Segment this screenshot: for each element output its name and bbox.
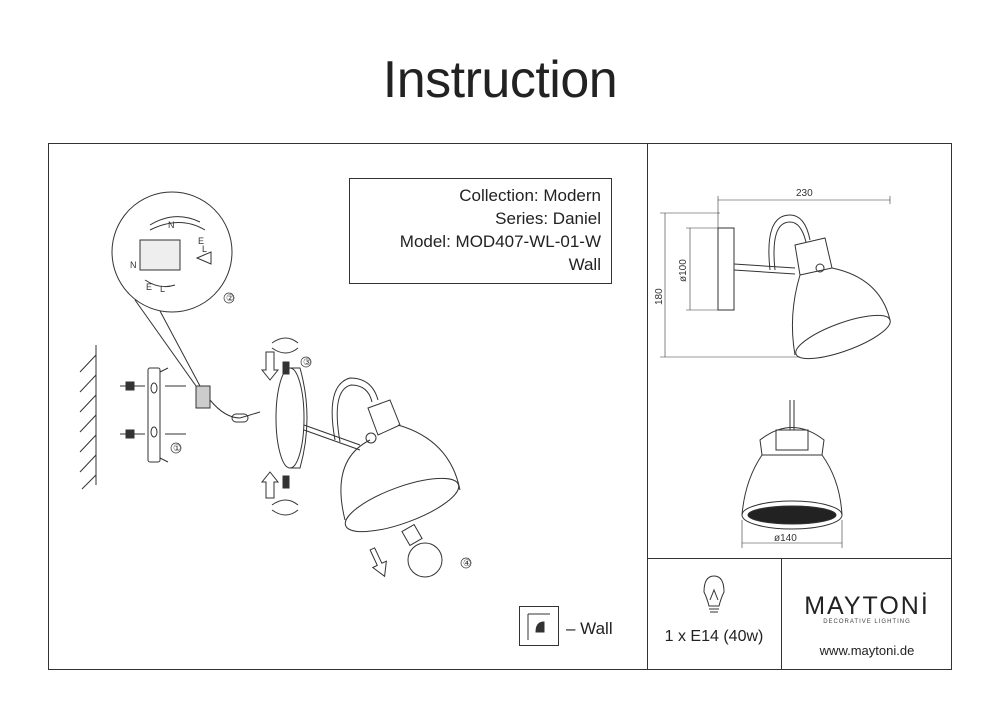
step-1-label: ① <box>173 443 181 453</box>
instruction-frame <box>48 143 952 670</box>
shade-diameter-dimension: ø140 <box>774 533 797 544</box>
brand-url[interactable]: www.maytoni.de <box>819 643 915 658</box>
model-text: Model: MOD407-WL-01-W <box>399 232 601 251</box>
wire-label: N <box>168 220 175 230</box>
step-3-label: ③ <box>303 357 311 367</box>
wire-label: L <box>202 244 207 254</box>
wall-screws <box>120 381 186 439</box>
rotate-arrows <box>271 337 299 516</box>
step-markers: ① ② ③ ④ <box>170 292 472 569</box>
mounting-plate <box>147 367 169 463</box>
base-diameter-dimension: ø100 <box>678 259 689 282</box>
wall-hatch <box>79 345 97 490</box>
page-title: Instruction <box>382 51 618 109</box>
brand-logo: MAYTONİ <box>804 592 930 620</box>
bulb-spec: 1 x E14 (40w) <box>664 628 764 645</box>
bulb-icon <box>703 575 725 613</box>
height-dimension: 180 <box>654 288 665 305</box>
wire-labels: N E L N E L <box>130 220 207 294</box>
width-dimension: 230 <box>796 188 813 199</box>
wall-legend-icon <box>527 613 550 640</box>
lamp-arm <box>303 377 379 451</box>
series-text: Series: Daniel <box>495 209 601 228</box>
divider-horizontal <box>647 558 952 559</box>
divider-vertical <box>647 143 648 670</box>
step-2-label: ② <box>226 293 234 303</box>
collection-text: Collection: Modern <box>459 186 601 205</box>
wiring-detail-callout <box>111 191 233 387</box>
side-view-drawing <box>660 196 891 360</box>
wire-label: E <box>146 282 152 292</box>
canopy <box>275 367 308 469</box>
wall-legend-label: – Wall <box>566 619 613 638</box>
divider-footer <box>781 558 782 670</box>
wire-label: N <box>130 260 137 270</box>
step-4-label: ④ <box>463 558 471 568</box>
terminal-block <box>195 385 261 423</box>
product-info-box: Collection: Modern Series: Daniel Model:… <box>349 178 612 284</box>
push-arrows <box>260 351 290 499</box>
bulb-illustration <box>369 523 443 578</box>
wire-label: L <box>160 284 165 294</box>
wall-legend-box <box>519 606 559 646</box>
wire-label: E <box>198 236 204 246</box>
brand-tagline: DECORATIVE LIGHTING <box>823 619 911 625</box>
lamp-shade <box>340 399 461 533</box>
front-view-drawing <box>741 400 843 548</box>
mount-type-text: Wall <box>568 255 601 274</box>
